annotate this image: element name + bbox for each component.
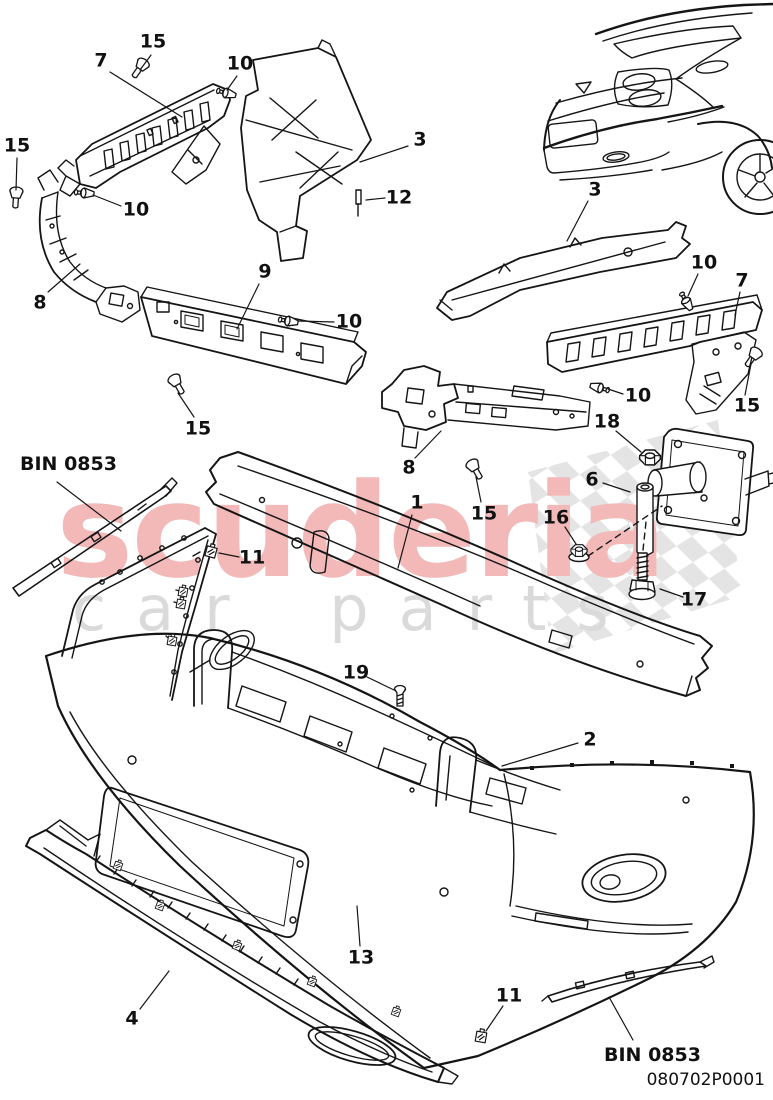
screw-19	[393, 684, 407, 707]
callout-15: 15	[733, 394, 761, 417]
clip-11-h	[231, 938, 244, 952]
watermark-title: scuderia	[56, 455, 665, 607]
part-7-carrier-left	[57, 83, 231, 197]
assembly-axis-line	[587, 505, 663, 557]
callout-15: 15	[3, 134, 31, 157]
callout-10: 10	[122, 198, 150, 221]
callout-15: 15	[184, 417, 212, 440]
stud-12	[355, 189, 362, 217]
bumper-frame	[61, 527, 255, 701]
screw-15-c	[165, 371, 189, 398]
callout-10: 10	[335, 310, 363, 333]
callout-18: 18	[593, 410, 621, 433]
clip-10-d	[588, 379, 612, 397]
clip-11-j	[390, 1004, 403, 1018]
callout-6: 6	[585, 468, 599, 491]
part-2-absorber-foam	[193, 629, 561, 835]
callout-16: 16	[542, 506, 570, 529]
clip-10-a	[214, 84, 238, 102]
callout-7: 7	[94, 49, 108, 72]
callout-19: 19	[342, 661, 370, 684]
clip-11-e	[474, 1027, 489, 1044]
bolt-17	[628, 552, 656, 601]
car-inset	[540, 2, 773, 216]
tow-bracket-assembly	[647, 427, 773, 537]
part-1-beam	[205, 451, 713, 697]
callout-15: 15	[470, 502, 498, 525]
screw-15-e	[740, 344, 765, 371]
callout-7: 7	[735, 269, 749, 292]
part-8-absorber-left	[37, 169, 141, 323]
callout-15: 15	[139, 30, 167, 53]
callout-3: 3	[413, 128, 427, 151]
part-8-absorber-right	[381, 365, 591, 449]
callout-13: 13	[347, 946, 375, 969]
clip-10-b	[73, 186, 96, 200]
clip-11-f	[112, 858, 125, 872]
callout-8: 8	[33, 291, 47, 314]
part-3-cover-right	[436, 221, 691, 321]
spoiler-strip-right	[541, 955, 715, 1003]
callout-8: 8	[402, 456, 416, 479]
nut-18	[638, 449, 662, 466]
callout-10: 10	[226, 52, 254, 75]
spacer-6	[636, 482, 654, 556]
part-13-bumper-cover	[44, 632, 755, 1070]
nut-16	[568, 544, 590, 563]
bin-label-left: BIN 0853	[20, 453, 117, 475]
callout-9: 9	[258, 260, 272, 283]
callout-17: 17	[680, 588, 708, 611]
callout-10: 10	[690, 251, 718, 274]
bin-label-right: BIN 0853	[604, 1044, 701, 1066]
clip-11-g	[154, 898, 167, 912]
callout-4: 4	[125, 1007, 139, 1030]
part-3-cover-left	[240, 39, 372, 262]
callout-10: 10	[624, 384, 652, 407]
leader-lines	[15, 54, 752, 1041]
part-4-valance	[25, 819, 459, 1085]
callout-11: 11	[495, 984, 523, 1007]
part-9-carrier-center	[140, 286, 367, 385]
spoiler-strip-left	[12, 477, 178, 597]
callout-2: 2	[583, 728, 597, 751]
callout-1: 1	[410, 491, 424, 514]
callout-12: 12	[385, 186, 413, 209]
document-number: 080702P0001	[646, 1070, 765, 1090]
callout-11: 11	[238, 546, 266, 569]
callout-3: 3	[588, 178, 602, 201]
part-7-carrier-right	[546, 294, 763, 415]
